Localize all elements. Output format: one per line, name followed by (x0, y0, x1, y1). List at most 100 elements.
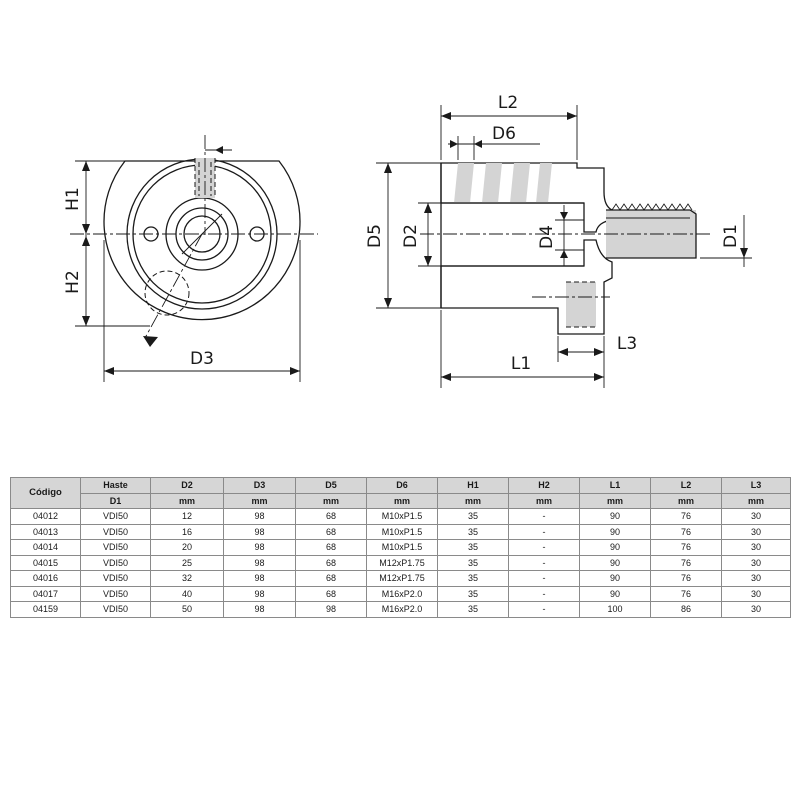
table-cell: 98 (223, 523, 296, 540)
table-cell: 98 (223, 539, 296, 556)
header-d5: D5 (295, 477, 367, 494)
header-h2-unit: mm (508, 492, 580, 509)
table-cell: 04014 (10, 539, 81, 556)
table-cell: 04015 (10, 554, 81, 571)
table-cell: - (508, 508, 580, 525)
table-cell: 30 (721, 539, 791, 556)
dim-label-d6: D6 (492, 124, 516, 144)
table-cell: M12xP1.75 (366, 570, 438, 587)
table-cell: 76 (650, 523, 722, 540)
table-cell: 35 (437, 585, 509, 602)
header-haste-unit: D1 (80, 492, 151, 509)
table-cell: 100 (579, 601, 651, 618)
lower-threaded-hole (566, 282, 596, 327)
table-cell: 30 (721, 523, 791, 540)
table-cell: 32 (150, 570, 224, 587)
dim-label-h1: H1 (63, 187, 83, 211)
table-cell: 86 (650, 601, 722, 618)
dim-label-d1: D1 (721, 224, 741, 248)
header-h1-unit: mm (437, 492, 509, 509)
table-cell: VDI50 (80, 570, 151, 587)
table-cell: VDI50 (80, 601, 151, 618)
table-cell: 30 (721, 585, 791, 602)
header-haste: Haste (80, 477, 151, 494)
header-d6-unit: mm (366, 492, 438, 509)
dim-label-d4: D4 (537, 225, 557, 249)
table-cell: 04016 (10, 570, 81, 587)
header-d5-unit: mm (295, 492, 367, 509)
front-view: H1 H2 D3 (63, 135, 318, 382)
table-cell: 25 (150, 554, 224, 571)
table-cell: 98 (223, 508, 296, 525)
table-cell: 76 (650, 570, 722, 587)
table-cell: VDI50 (80, 523, 151, 540)
table-cell: VDI50 (80, 554, 151, 571)
header-h2: H2 (508, 477, 580, 494)
side-view: L2 D6 D5 D2 D4 D1 (365, 93, 752, 388)
header-h1: H1 (437, 477, 509, 494)
table-cell: 76 (650, 508, 722, 525)
header-l2-unit: mm (650, 492, 722, 509)
header-l2: L2 (650, 477, 722, 494)
header-d2-unit: mm (150, 492, 224, 509)
header-l3-unit: mm (721, 492, 791, 509)
table-cell: 90 (579, 508, 651, 525)
table-cell: 68 (295, 570, 367, 587)
table-cell: 04159 (10, 601, 81, 618)
table-cell: 30 (721, 601, 791, 618)
table-cell: 35 (437, 523, 509, 540)
table-cell: - (508, 539, 580, 556)
table-cell: 04012 (10, 508, 81, 525)
table-cell: 90 (579, 585, 651, 602)
header-d2: D2 (150, 477, 224, 494)
table-cell: 04013 (10, 523, 81, 540)
table-cell: 76 (650, 539, 722, 556)
table-cell: VDI50 (80, 539, 151, 556)
table-cell: - (508, 585, 580, 602)
header-d3-unit: mm (223, 492, 296, 509)
table-cell: 98 (223, 601, 296, 618)
outer-flange-outline (103, 160, 301, 321)
table-cell: 35 (437, 508, 509, 525)
header-d3: D3 (223, 477, 296, 494)
table-cell: - (508, 601, 580, 618)
header-d6: D6 (366, 477, 438, 494)
table-cell: M16xP2.0 (366, 601, 438, 618)
header-l1: L1 (579, 477, 651, 494)
table-cell: 76 (650, 554, 722, 571)
table-cell: M10xP1.5 (366, 539, 438, 556)
table-cell: 30 (721, 570, 791, 587)
dim-label-l1: L1 (511, 354, 531, 374)
header-codigo: Código (10, 477, 81, 509)
table-cell: 20 (150, 539, 224, 556)
table-cell: M16xP2.0 (366, 585, 438, 602)
table-cell: 98 (223, 554, 296, 571)
table-cell: 90 (579, 554, 651, 571)
table-cell: - (508, 554, 580, 571)
header-l1-unit: mm (579, 492, 651, 509)
table-cell: 68 (295, 508, 367, 525)
hidden-hole-circle (144, 270, 190, 316)
dim-label-d5: D5 (365, 224, 385, 248)
dim-label-d2: D2 (401, 224, 421, 248)
table-cell: 35 (437, 601, 509, 618)
table-cell: 90 (579, 570, 651, 587)
thread-grooves (454, 163, 552, 203)
table-cell: 35 (437, 539, 509, 556)
table-cell: 90 (579, 523, 651, 540)
dim-label-l2: L2 (498, 93, 518, 113)
technical-drawing: H1 H2 D3 (63, 93, 752, 388)
dim-label-d3: D3 (190, 349, 214, 369)
table-cell: 35 (437, 554, 509, 571)
table-cell: VDI50 (80, 508, 151, 525)
dim-label-l3: L3 (617, 334, 637, 354)
table-cell: - (508, 523, 580, 540)
